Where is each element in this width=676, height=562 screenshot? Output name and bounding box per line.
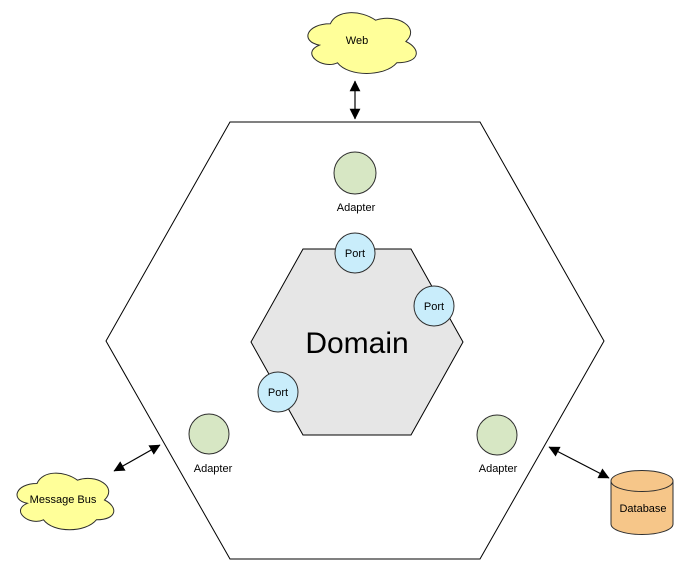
cylinder-rim	[610, 480, 674, 492]
port-upper-right[interactable]: Port	[413, 285, 455, 327]
adapter-bottom-right[interactable]: Adapter	[476, 414, 518, 475]
port-label: Port	[424, 301, 444, 313]
adapter-label: Adapter	[479, 463, 518, 475]
port-circle	[257, 371, 299, 413]
database-cylinder[interactable]: Database	[610, 470, 674, 535]
adapter-top[interactable]: Adapter	[333, 151, 377, 214]
port-lower-left[interactable]: Port	[257, 371, 299, 413]
port-circle	[413, 285, 455, 327]
adapter-circle	[188, 413, 230, 455]
connector-database[interactable]	[548, 446, 610, 479]
port-circle	[334, 232, 376, 274]
message-bus-label: Message Bus	[30, 494, 97, 506]
message-bus-cloud[interactable]: Message Bus	[16, 472, 115, 531]
adapter-circle	[333, 151, 377, 195]
adapter-label: Adapter	[194, 463, 233, 475]
port-label: Port	[345, 248, 365, 260]
domain-hexagon[interactable]	[250, 248, 464, 436]
cloud-shape	[16, 472, 115, 531]
adapter-label: Adapter	[337, 202, 376, 214]
database-label: Database	[619, 503, 666, 515]
web-cloud[interactable]: Web	[307, 12, 417, 74]
adapter-circle	[476, 414, 518, 456]
domain-label: Domain	[305, 327, 408, 360]
cloud-shape	[307, 12, 417, 74]
port-label: Port	[268, 387, 288, 399]
cylinder-body	[610, 470, 674, 535]
adapter-bottom-left[interactable]: Adapter	[188, 413, 233, 475]
connector-message-bus[interactable]	[113, 444, 161, 472]
port-top[interactable]: Port	[334, 232, 376, 274]
web-label: Web	[346, 35, 368, 47]
